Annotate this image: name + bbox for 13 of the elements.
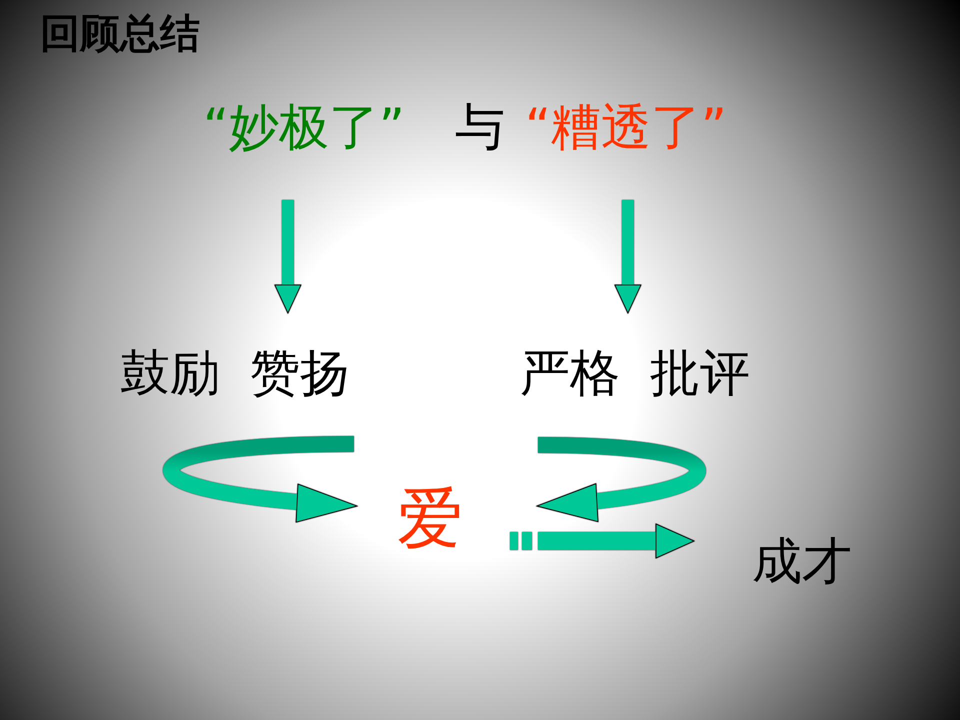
curved-arrow xyxy=(536,437,706,522)
striped-arrow xyxy=(510,524,694,558)
keyword-text: 鼓励 赞扬 xyxy=(120,346,350,401)
down-arrow xyxy=(274,200,302,314)
key-character: 爱 xyxy=(397,484,463,557)
quoted-phrase: “糟透了” xyxy=(525,100,727,155)
quoted-phrase: “妙极了” xyxy=(203,100,405,155)
slide-title: 回顾总结 xyxy=(40,12,200,56)
result-text: 成才 xyxy=(752,534,852,589)
keyword-text: 严格 批评 xyxy=(520,346,750,401)
curved-arrow xyxy=(162,436,358,522)
connector-word: 与 xyxy=(455,100,505,155)
down-arrow xyxy=(614,200,642,314)
